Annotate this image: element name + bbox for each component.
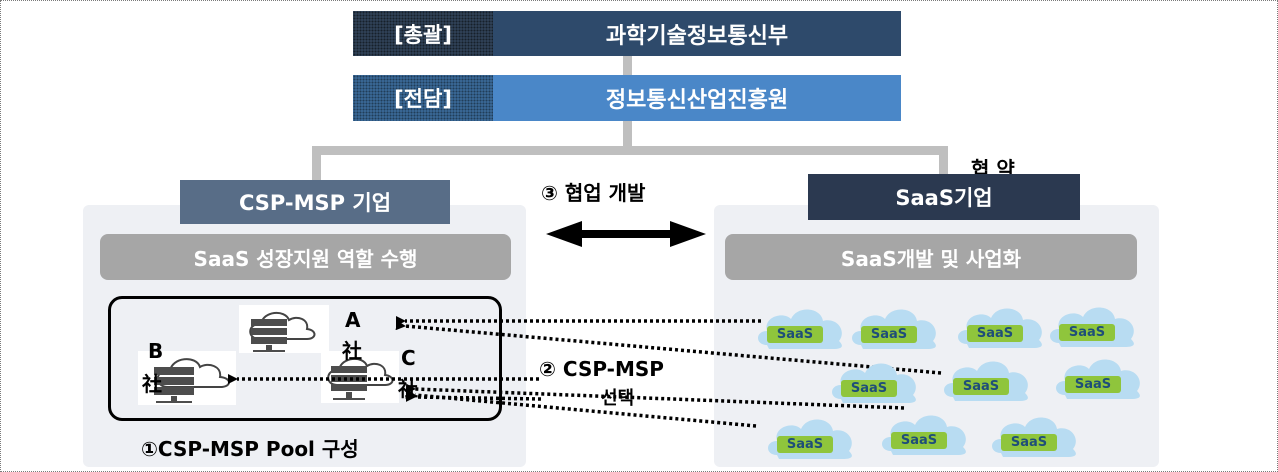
connector-right-drop [939, 146, 948, 174]
saas-cloud-7: SaaS [1051, 351, 1147, 401]
org-bar-general: [총괄] 과학기술정보통신부 [353, 11, 901, 56]
connector-vertical-mid [623, 121, 632, 147]
server-cloud-icon-c [321, 351, 399, 403]
saas-cloud-1: SaaS [753, 301, 849, 351]
csp-header: CSP-MSP 기업 [180, 180, 450, 224]
connector-horizontal [312, 146, 948, 155]
saas-cloud-9: SaaS [877, 407, 973, 457]
org-tag-general: [총괄] [353, 11, 493, 56]
saas-cloud-10: SaaS [987, 409, 1083, 459]
saas-cloud-8: SaaS [763, 411, 859, 461]
org-name-dedicated: 정보통신산업진흥원 [605, 88, 789, 113]
server-cloud-icon-a [239, 305, 329, 353]
saas-role-bar: SaaS개발 및 사업화 [725, 234, 1137, 280]
company-a-label: A [345, 308, 361, 332]
double-arrow [546, 221, 706, 247]
saas-header: SaaS기업 [808, 174, 1080, 220]
company-c-label: C [401, 346, 416, 370]
saas-cloud-2: SaaS [847, 301, 943, 351]
server-cloud-icon-b [138, 351, 236, 405]
org-tag-dedicated: [전담] [353, 75, 493, 121]
org-bar-dedicated: [전담] 정보통신산업진흥원 [353, 75, 901, 121]
collab-label: ③ 협업 개발 [541, 181, 646, 205]
connector-vertical-top [623, 56, 632, 75]
saas-cloud-3: SaaS [953, 300, 1049, 350]
csp-pool-box [108, 296, 502, 421]
company-b-label: B [148, 339, 164, 363]
csp-role-bar: SaaS 성장지원 역할 수행 [100, 234, 511, 280]
pool-label: ①CSP-MSP Pool 구성 [141, 437, 359, 461]
selection-label-line1: ② CSP-MSP [539, 357, 664, 381]
company-b-suffix: 社 [142, 372, 162, 396]
saas-cloud-6: SaaS [939, 353, 1035, 403]
selection-label-line2: 선택 [601, 388, 635, 409]
saas-cloud-5: SaaS [827, 355, 923, 405]
saas-cloud-4: SaaS [1045, 299, 1141, 349]
arrow-to-c-3 [405, 391, 542, 402]
company-a-suffix: 社 [342, 339, 362, 363]
org-name-general: 과학기술정보통신부 [605, 23, 789, 49]
connector-left-drop [312, 146, 321, 180]
